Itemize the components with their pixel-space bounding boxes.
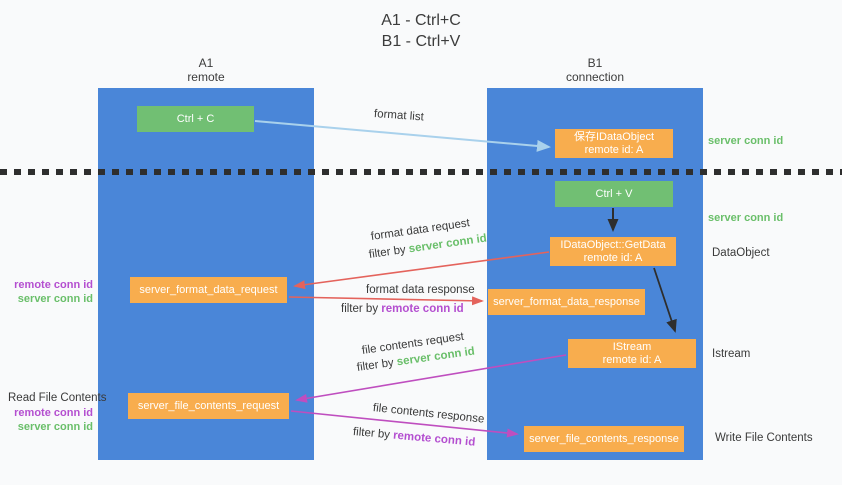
node-server-file-contents-response: server_file_contents_response xyxy=(524,426,684,452)
node-idataobject-getdata: IDataObject::GetData remote id: A xyxy=(550,237,676,266)
edge-label-format-data-response: format data response xyxy=(366,284,475,296)
node-save-idataobject: 保存IDataObject remote id: A xyxy=(555,129,673,158)
node-ctrl-v-label: Ctrl + V xyxy=(595,187,633,200)
lane-header-a1: A1 remote xyxy=(98,56,314,84)
node-istream-line1: IStream xyxy=(612,340,652,353)
node-server-format-data-response: server_format_data_response xyxy=(488,289,645,315)
remote-conn-id-keyword: remote conn id xyxy=(392,429,476,449)
lane-a1-subtitle: remote xyxy=(187,70,225,84)
node-save-idataobject-line2: remote id: A xyxy=(584,143,644,156)
annotation-server-conn-id-right-mid: server conn id xyxy=(708,212,784,224)
edge-label-format-list: format list xyxy=(373,108,425,124)
node-format-response-label: server_format_data_response xyxy=(493,295,640,308)
annotation-remote-conn-id: remote conn id xyxy=(14,407,93,419)
edge-label-filter-by-remote-conn-id-2: filter by remote conn id xyxy=(352,426,475,449)
annotation-write-file-contents: Write File Contents xyxy=(715,432,813,444)
title-line-2: B1 - Ctrl+V xyxy=(381,33,461,50)
annotation-server-conn-id-right-top: server conn id xyxy=(708,135,784,147)
lane-a1-name: A1 xyxy=(198,56,214,70)
arrow-format-data-response xyxy=(288,296,484,306)
annotation-left-conn-ids-top: remote conn id server conn id xyxy=(8,278,93,306)
filter-by-prefix: filter by xyxy=(368,243,410,261)
filter-by-prefix: filter by xyxy=(341,303,382,315)
dashed-divider xyxy=(0,169,842,175)
node-server-format-data-request: server_format_data_request xyxy=(130,277,287,303)
edge-label-file-contents-response: file contents response xyxy=(372,402,485,426)
node-istream-line2: remote id: A xyxy=(602,353,662,366)
lane-b1-subtitle: connection xyxy=(565,70,625,84)
annotation-dataobject: DataObject xyxy=(712,247,770,259)
node-file-response-label: server_file_contents_response xyxy=(529,432,679,445)
filter-by-prefix: filter by xyxy=(356,356,398,374)
filter-by-prefix: filter by xyxy=(352,426,394,442)
node-file-request-label: server_file_contents_request xyxy=(137,399,280,412)
node-ctrl-c: Ctrl + C xyxy=(137,106,254,132)
remote-conn-id-keyword: remote conn id xyxy=(381,303,464,315)
annotation-read-file-contents: Read File Contents xyxy=(8,392,107,404)
diagram-title: A1 - Ctrl+C B1 - Ctrl+V xyxy=(0,10,842,52)
annotation-istream: Istream xyxy=(712,348,751,360)
edge-label-filter-by-remote-conn-id-1: filter by remote conn id xyxy=(341,303,464,315)
annotation-remote-conn-id: remote conn id xyxy=(14,279,93,291)
node-istream: IStream remote id: A xyxy=(568,339,696,368)
title-line-1: A1 - Ctrl+C xyxy=(381,12,461,29)
node-ctrl-v: Ctrl + V xyxy=(555,181,673,207)
node-server-file-contents-request: server_file_contents_request xyxy=(128,393,289,419)
node-getdata-line2: remote id: A xyxy=(583,251,643,264)
lane-header-b1: B1 connection xyxy=(487,56,703,84)
node-save-idataobject-line1: 保存IDataObject xyxy=(573,130,655,143)
node-format-request-label: server_format_data_request xyxy=(139,283,278,296)
lane-b1-name: B1 xyxy=(587,56,603,70)
node-ctrl-c-label: Ctrl + C xyxy=(176,112,215,125)
node-getdata-line1: IDataObject::GetData xyxy=(560,238,666,251)
annotation-server-conn-id: server conn id xyxy=(17,293,93,305)
annotation-left-conn-ids-bottom: remote conn id server conn id xyxy=(8,406,93,434)
annotation-server-conn-id: server conn id xyxy=(17,421,93,433)
